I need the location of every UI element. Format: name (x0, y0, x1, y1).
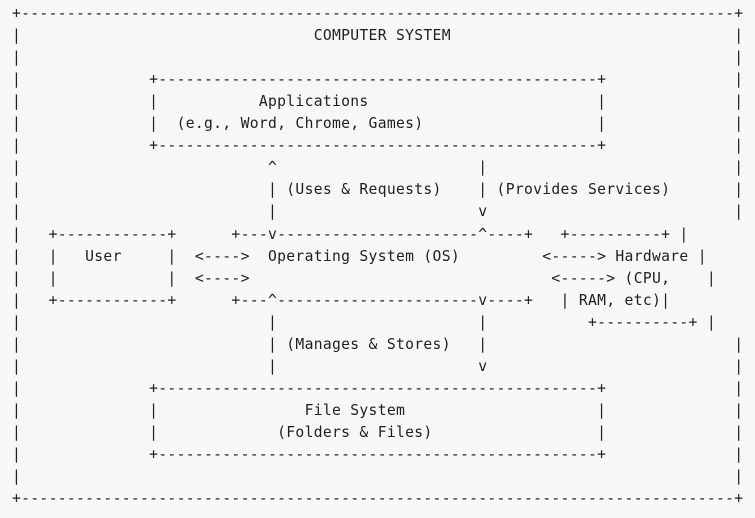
system-title-row: | COMPUTER SYSTEM | (12, 27, 744, 44)
middle-arrows-row: | | | <----> <-----> (CPU, | (12, 270, 716, 287)
app-os-arrow-labels: | | (Uses & Requests) | (Provides Servic… (12, 181, 744, 198)
file-system-detail-row: | | (Folders & Files) | | (12, 424, 744, 441)
applications-examples-row: | | (e.g., Word, Chrome, Games) | | (12, 115, 744, 132)
blank-row: | | (12, 49, 744, 66)
app-os-arrow-tails: | | v | (12, 203, 744, 220)
applications-box-bottom: | +-------------------------------------… (12, 137, 744, 154)
app-os-arrow-heads: | ^ | | (12, 159, 744, 176)
hardware-box-bottom: | | | +----------+ | (12, 314, 716, 331)
applications-label-row: | | Applications | | (12, 93, 744, 110)
top-border: +---------------------------------------… (12, 5, 744, 22)
middle-boxes-top: | +------------+ +---v------------------… (12, 226, 689, 243)
file-system-label-row: | | File System | | (12, 402, 744, 419)
file-system-box-bottom: | +-------------------------------------… (12, 446, 744, 463)
bottom-border: +---------------------------------------… (12, 490, 744, 507)
os-fs-arrow-labels: | | (Manages & Stores) | | (12, 336, 744, 353)
file-system-box-top: | +-------------------------------------… (12, 380, 744, 397)
os-fs-arrow-heads: | | v | (12, 358, 744, 375)
user-os-hardware-row: | | User | <----> Operating System (OS) … (12, 248, 707, 265)
blank-row: | | (12, 468, 744, 485)
middle-boxes-bottom: | +------------+ +---^------------------… (12, 292, 671, 309)
applications-box-top: | +-------------------------------------… (12, 71, 744, 88)
